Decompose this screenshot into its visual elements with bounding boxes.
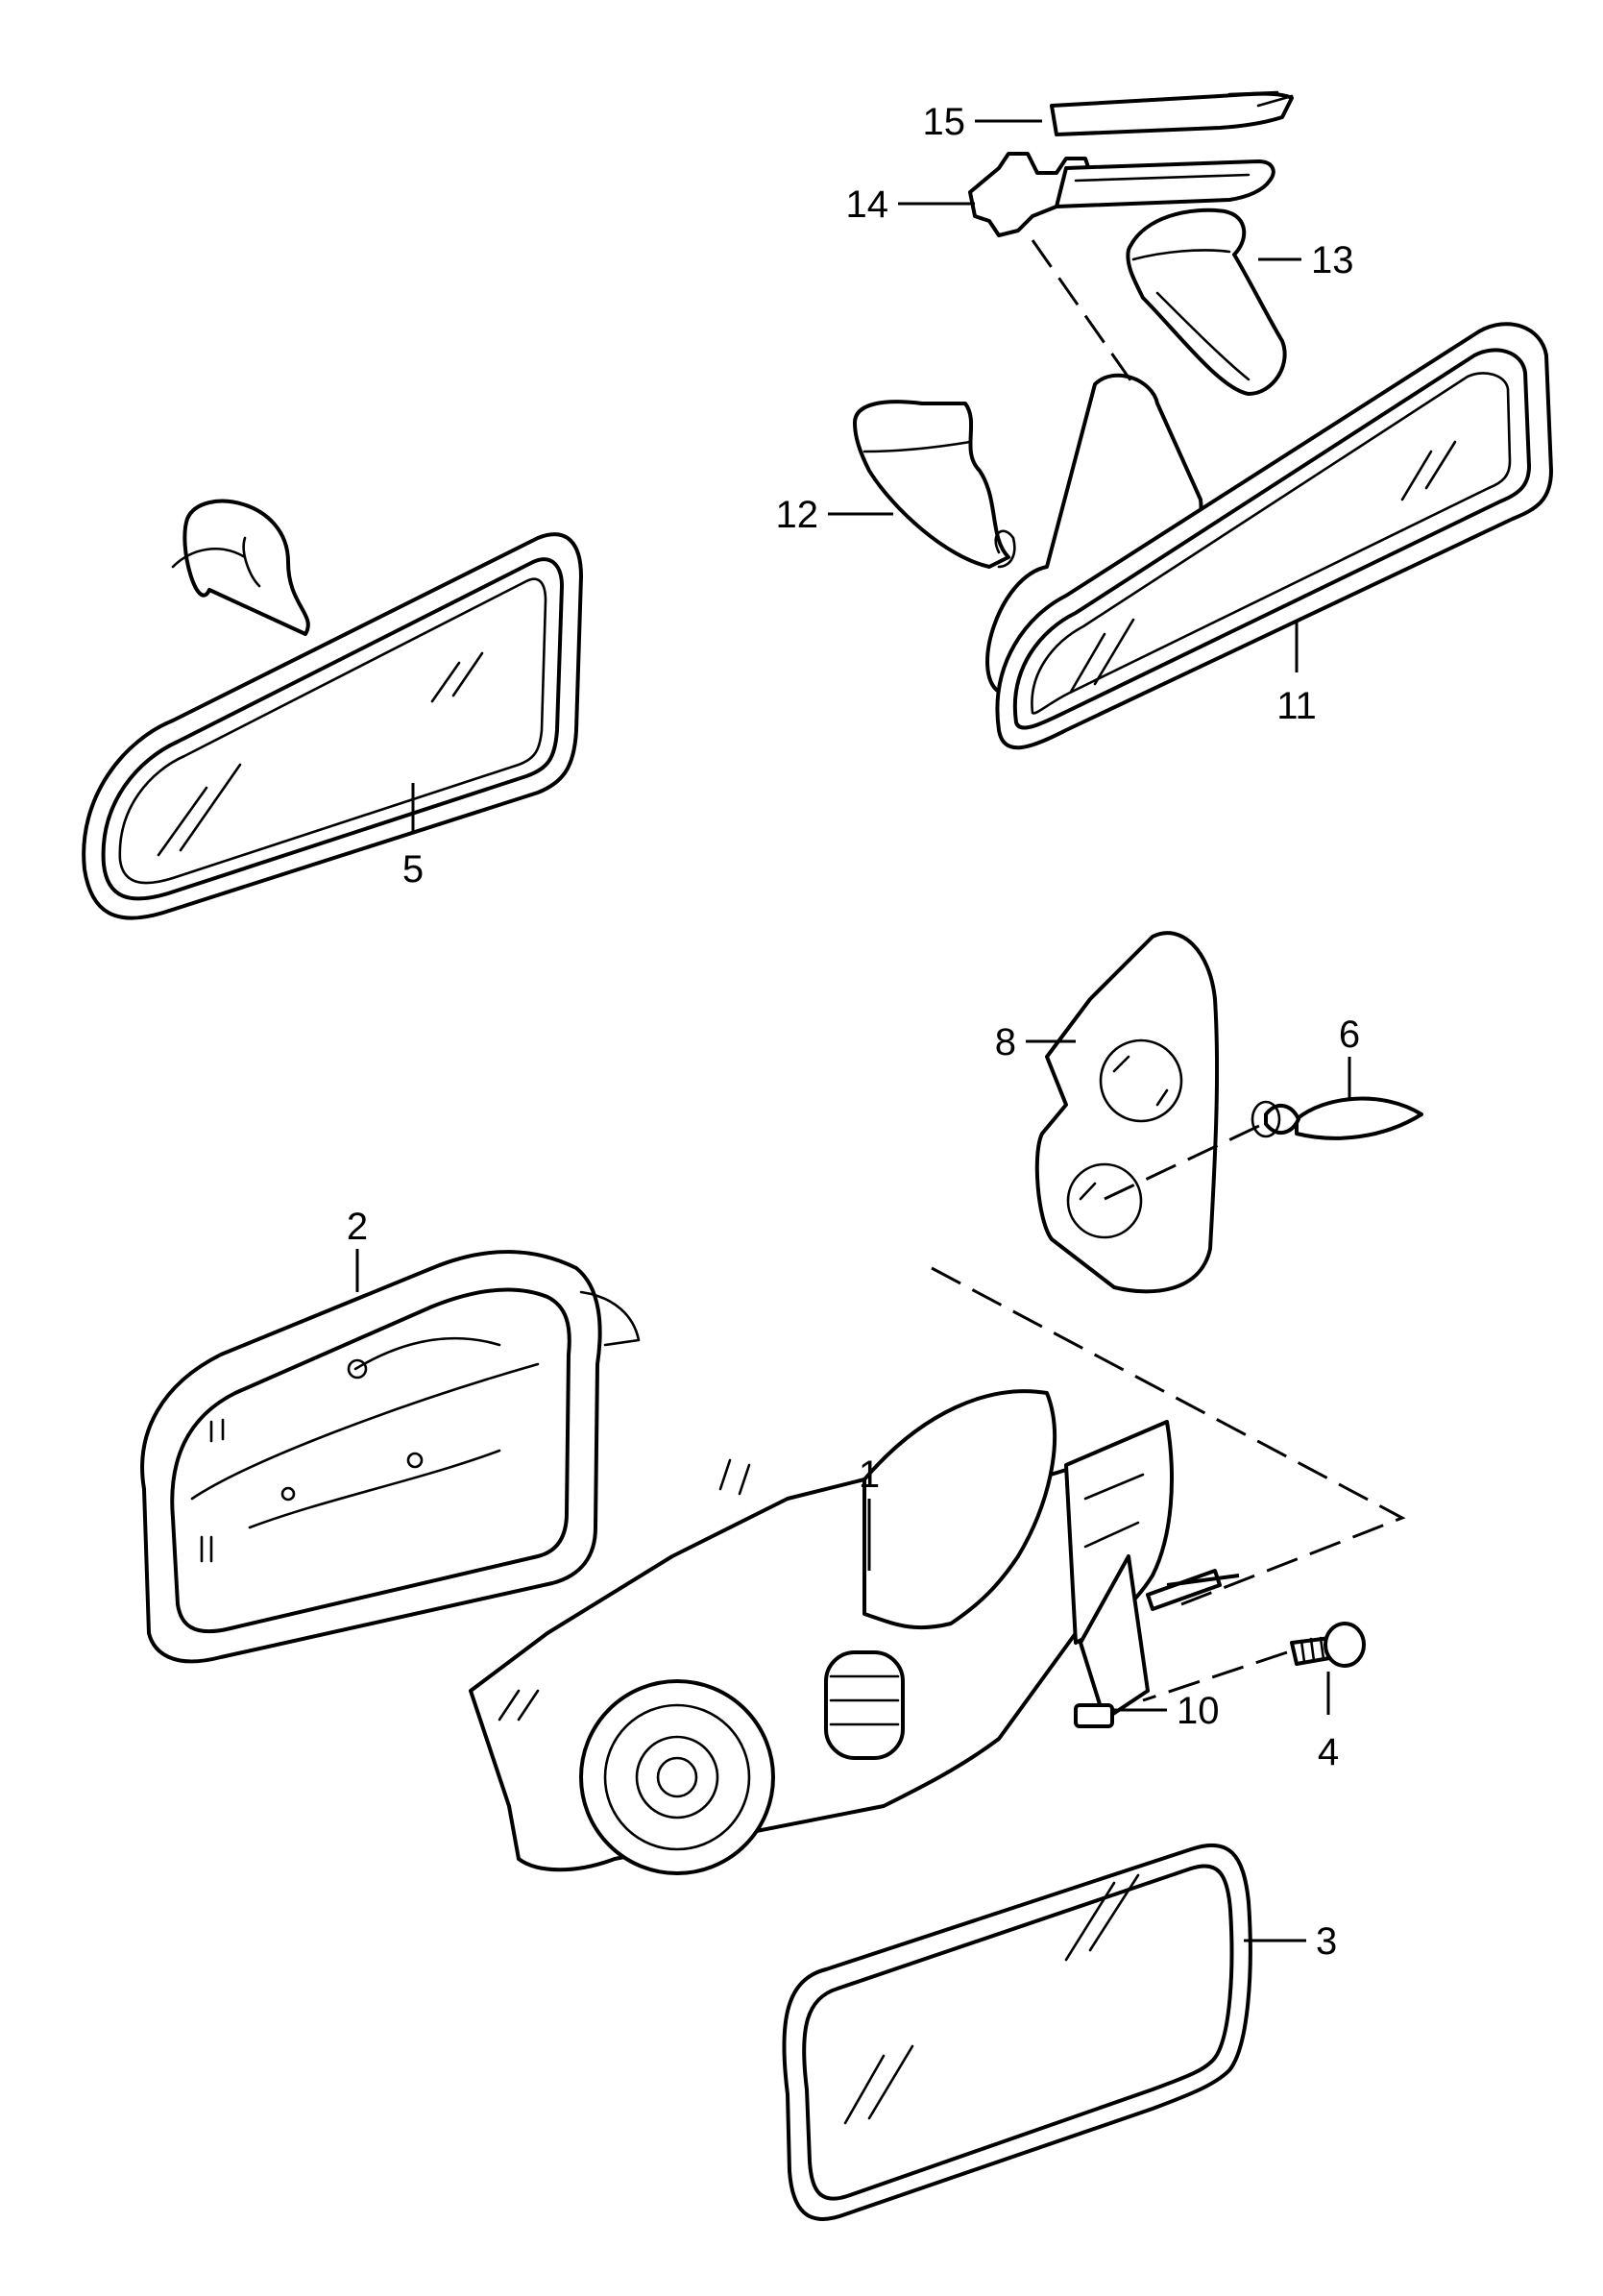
part-10-clamp: 10 — [1114, 1690, 1220, 1732]
callout-15: 15 — [923, 101, 966, 143]
callout-10: 10 — [1177, 1690, 1220, 1732]
part-2-housing-cap: 2 — [140, 1206, 641, 1664]
part-4-screw: 4 — [1142, 1622, 1366, 1773]
part-15-pad: 15 — [923, 90, 1294, 143]
part-8-lamp-holder: 8 — [995, 931, 1220, 1294]
part-6-bulb: 6 — [1251, 1014, 1423, 1140]
callout-2: 2 — [347, 1206, 368, 1248]
part-13-cover: 13 — [1126, 208, 1354, 396]
callout-1: 1 — [859, 1453, 880, 1496]
assembly-line-main — [931, 1266, 1406, 1606]
part-5-interior-mirror: 5 — [82, 499, 583, 920]
callout-11: 11 — [1276, 685, 1317, 727]
callout-12: 12 — [776, 494, 819, 536]
callout-4: 4 — [1318, 1731, 1339, 1773]
part-3-mirror-glass: 3 — [782, 1843, 1337, 2221]
callout-13: 13 — [1311, 239, 1354, 281]
part-1-mirror-base: 1 — [469, 1389, 1240, 1875]
part-14-mounting-clip: 14 — [846, 152, 1275, 237]
callout-3: 3 — [1316, 1920, 1337, 1963]
callout-5: 5 — [402, 848, 424, 891]
part-11-interior-mirror: 11 — [985, 322, 1553, 750]
callout-14: 14 — [846, 183, 889, 226]
callout-6: 6 — [1339, 1014, 1360, 1056]
assembly-line-clip — [1031, 239, 1135, 385]
assembly-line-bulb — [1104, 1122, 1264, 1201]
callout-8: 8 — [995, 1021, 1016, 1063]
part-12-cover: 12 — [776, 400, 1016, 569]
